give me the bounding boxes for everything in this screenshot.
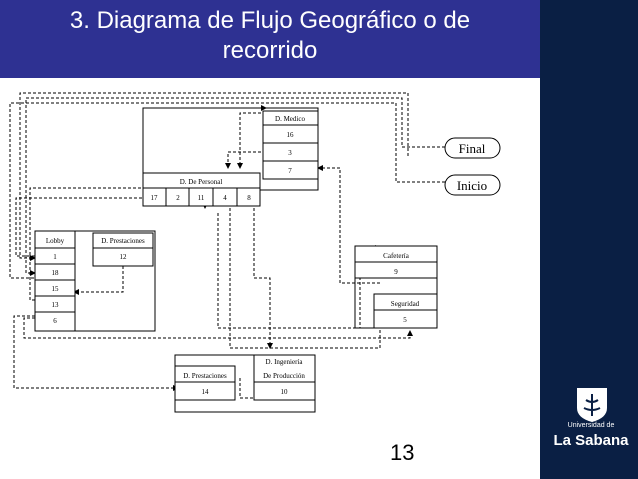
medico-value-1: 16 (287, 131, 295, 139)
personal-value-3: 11 (198, 194, 205, 202)
lobby-value-5: 6 (53, 317, 57, 325)
route-lines (9, 92, 445, 399)
lobby-value-4: 13 (52, 301, 60, 309)
slide-title-line1: 3. Diagrama de Flujo Geográfico o de (69, 7, 471, 34)
node-lobby: Lobby 1 18 15 13 6 (34, 230, 156, 332)
node-cafeteria: Cafetería 9 (354, 245, 438, 329)
title-bar (0, 0, 540, 78)
flow-diagram: D. Medico 16 3 7 D. De Personal 17 2 11 … (9, 92, 501, 413)
final-label: Final (459, 141, 486, 156)
node-seguridad: Seguridad 5 (373, 293, 438, 329)
lobby-label: Lobby (46, 237, 65, 245)
lobby-value-3: 15 (52, 285, 60, 293)
node-prestaciones-bottom: D. Prestaciones 14 (174, 365, 236, 401)
personal-value-5: 8 (247, 194, 251, 202)
slide-title-line2: recorrido (222, 37, 318, 64)
terminal-inicio: Inicio (444, 174, 501, 196)
ingenieria-label-1: D. Ingeniería (266, 358, 304, 366)
university-logo-icon (577, 388, 607, 422)
lobby-value-1: 1 (53, 253, 57, 261)
personal-value-1: 17 (151, 194, 159, 202)
seguridad-value: 5 (403, 316, 407, 324)
node-personal: D. De Personal 17 2 11 4 8 (142, 172, 261, 207)
logo-caption: Universidad de (567, 422, 615, 429)
ingenieria-label-2: De Producción (263, 372, 305, 380)
prestaciones-top-label: D. Prestaciones (101, 237, 145, 245)
node-medico: D. Medico 16 3 7 (142, 107, 319, 191)
cafeteria-label: Cafetería (383, 252, 410, 260)
prestaciones-bottom-label: D. Prestaciones (183, 372, 227, 380)
personal-value-4: 4 (223, 194, 227, 202)
medico-value-2: 3 (288, 149, 292, 157)
seguridad-label: Seguridad (391, 300, 420, 308)
prestaciones-top-value: 12 (120, 253, 128, 261)
medico-value-3: 7 (288, 167, 292, 175)
personal-label: D. De Personal (180, 178, 223, 186)
logo-name: La Sabana (553, 432, 629, 449)
page-number: 13 (390, 440, 415, 465)
inicio-label: Inicio (457, 178, 487, 193)
terminal-final: Final (444, 137, 501, 159)
prestaciones-bottom-value: 14 (202, 388, 210, 396)
cafeteria-value: 9 (394, 268, 398, 276)
node-ingenieria: D. Ingeniería De Producción 10 (253, 354, 316, 401)
lobby-value-2: 18 (52, 269, 60, 277)
slide-title: 3. Diagrama de Flujo Geográfico o de rec… (10, 6, 530, 66)
node-prestaciones-top: D. Prestaciones 12 (92, 232, 154, 267)
personal-value-2: 2 (176, 194, 180, 202)
medico-label: D. Medico (275, 115, 305, 123)
ingenieria-value: 10 (281, 388, 289, 396)
